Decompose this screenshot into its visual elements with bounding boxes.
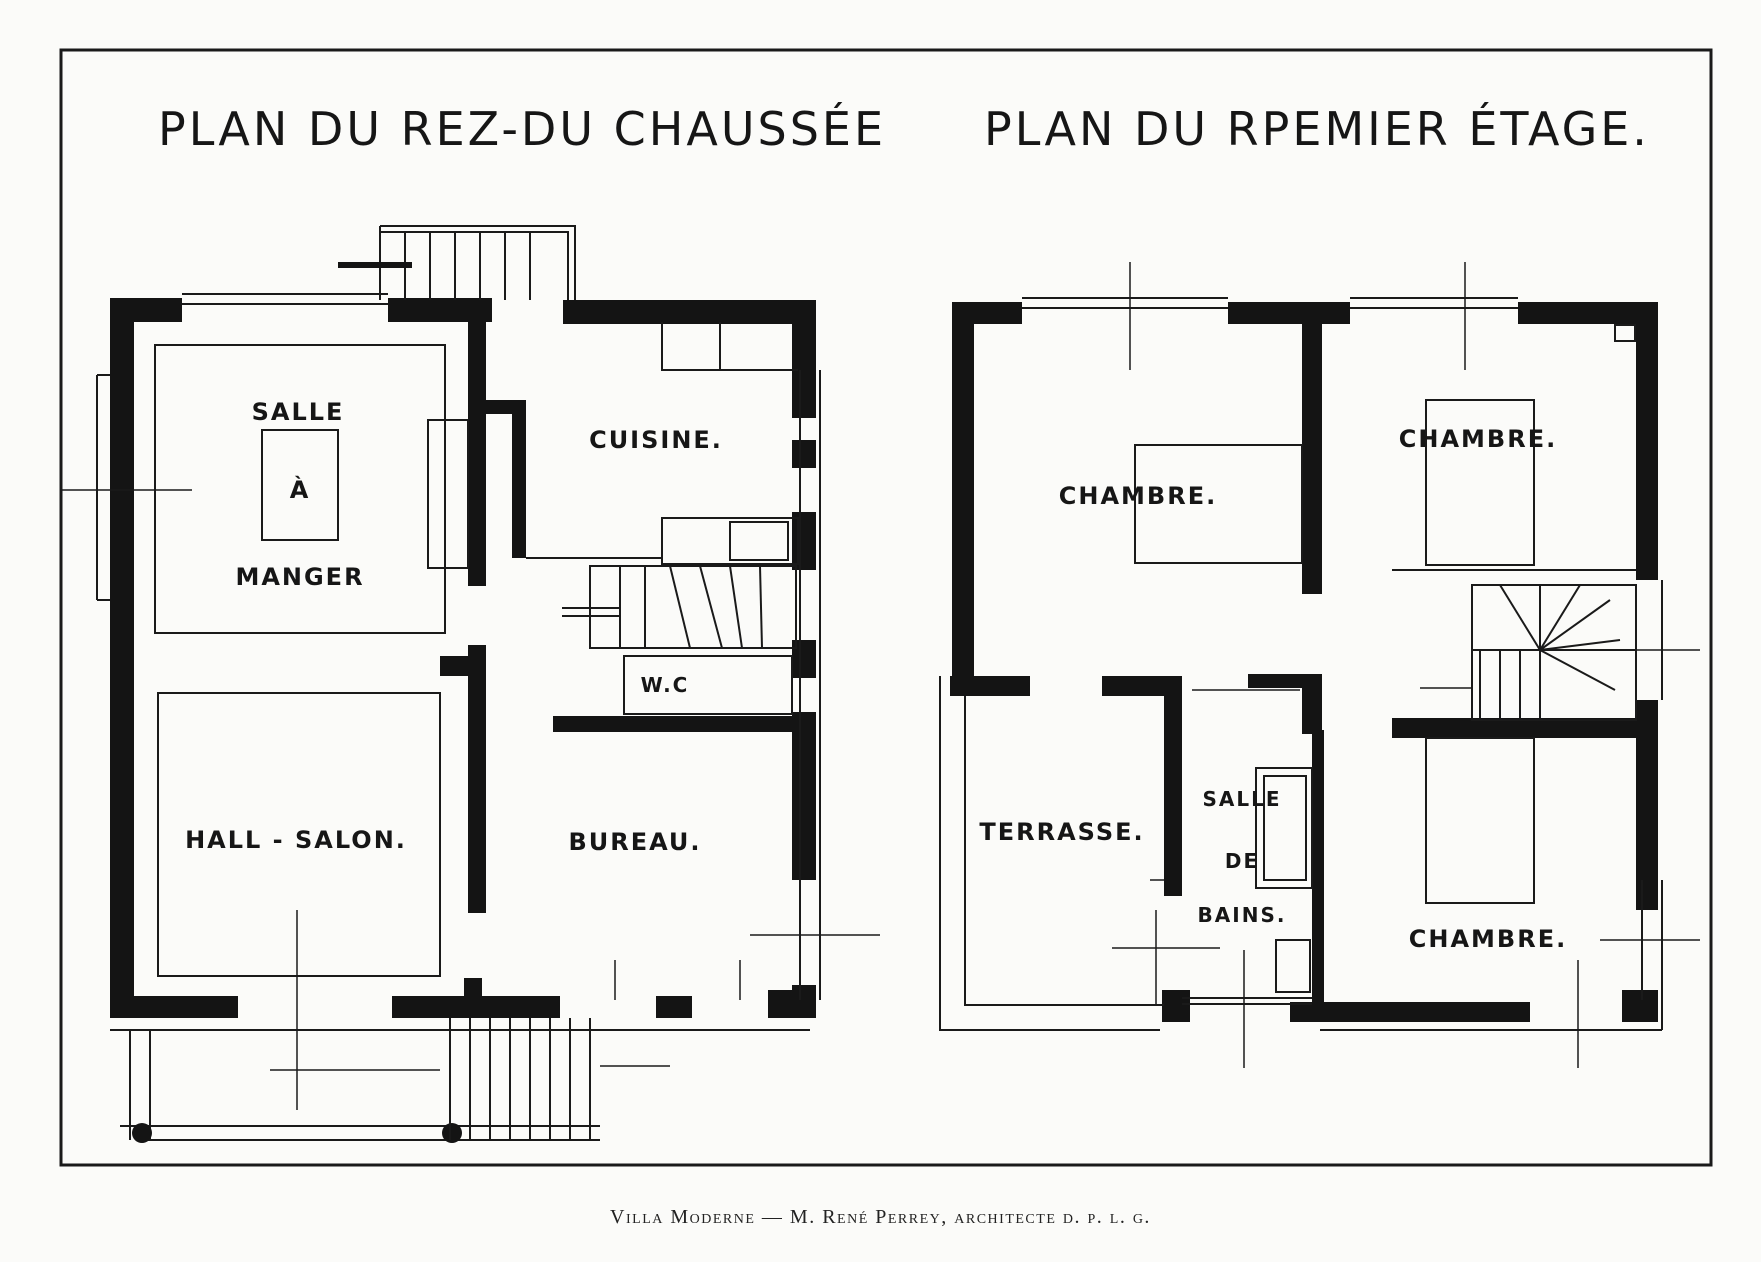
label-cuisine: CUISINE.: [589, 426, 723, 454]
label-terrasse: TERRASSE.: [979, 818, 1144, 846]
label-chambre-bottom-right: CHAMBRE.: [1409, 925, 1567, 953]
first-floor-plan: CHAMBRE. CHAMBRE. CHAMBRE. TERRASSE. SAL…: [939, 262, 1700, 1068]
first-floor-walls: [950, 302, 1658, 1022]
label-bureau: BUREAU.: [568, 828, 701, 856]
first-floor-linework: [939, 262, 1700, 1068]
label-salle-de-bains-3: BAINS.: [1198, 903, 1287, 927]
ground-floor-walls: [110, 298, 816, 1018]
first-floor-title: PLAN DU RPEMIER ÉTAGE.: [984, 102, 1650, 156]
label-salle-a-manger-3: MANGER: [235, 563, 364, 591]
label-salle-a-manger-2: À: [290, 475, 311, 504]
plate-caption: Villa Moderne — M. René Perrey, architec…: [610, 1206, 1151, 1228]
label-salle-de-bains-1: SALLE: [1202, 787, 1281, 811]
label-wc: W.C: [641, 673, 690, 697]
label-salle-a-manger-1: SALLE: [252, 398, 345, 426]
label-salle-de-bains-2: DE: [1225, 849, 1259, 873]
ground-floor-title: PLAN DU REZ-DU CHAUSSÉE: [158, 102, 886, 156]
plate-frame: [59, 48, 1713, 1167]
label-hall-salon: HALL - SALON.: [185, 826, 407, 854]
ground-floor-linework: [60, 225, 880, 1143]
ground-floor-plan: SALLE À MANGER CUISINE. W.C HALL - SALON…: [60, 225, 880, 1143]
label-chambre-left: CHAMBRE.: [1059, 482, 1217, 510]
label-chambre-top-right: CHAMBRE.: [1399, 425, 1557, 453]
